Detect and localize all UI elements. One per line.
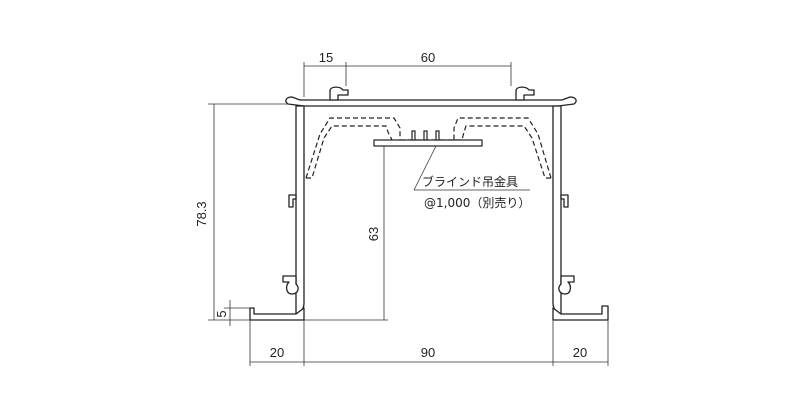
dimension-lines	[208, 62, 609, 366]
dim-top-span: 60	[421, 50, 435, 65]
aluminium-profile	[249, 86, 609, 321]
right-hook-lower	[558, 275, 575, 295]
blind-hanger	[305, 117, 552, 179]
top-clip-left	[329, 86, 349, 101]
dim-top-left-flange: 15	[319, 50, 333, 65]
hanger-outline	[305, 117, 401, 179]
dim-hanger-height: 63	[366, 227, 381, 241]
left-hook-upper	[288, 194, 297, 208]
top-clip-right	[515, 86, 535, 101]
dim-bottom-right: 20	[573, 345, 587, 360]
annotation-line-1: ブラインド吊金具	[422, 174, 518, 189]
hanger-tab-1	[411, 130, 416, 141]
hanger-plate	[373, 139, 483, 147]
hanger-tab-2	[423, 130, 428, 141]
hanger-tab-3	[435, 130, 440, 141]
left-wall	[295, 105, 305, 315]
right-wall	[552, 105, 562, 315]
dim-bottom-left: 20	[270, 345, 284, 360]
hanger-outline-right	[453, 117, 552, 179]
top-bar	[285, 96, 577, 107]
right-hook-upper	[560, 194, 569, 208]
left-hook-lower	[282, 275, 299, 295]
dim-bottom-lip: 5	[214, 310, 229, 317]
annotation-leader	[413, 145, 437, 191]
bottom-flange-right	[552, 305, 609, 321]
bottom-flange-left	[249, 307, 305, 321]
dim-bottom-middle: 90	[421, 345, 435, 360]
annotation-line-2: @1,000（別売り）	[424, 195, 530, 210]
dim-overall-height: 78.3	[194, 201, 209, 226]
